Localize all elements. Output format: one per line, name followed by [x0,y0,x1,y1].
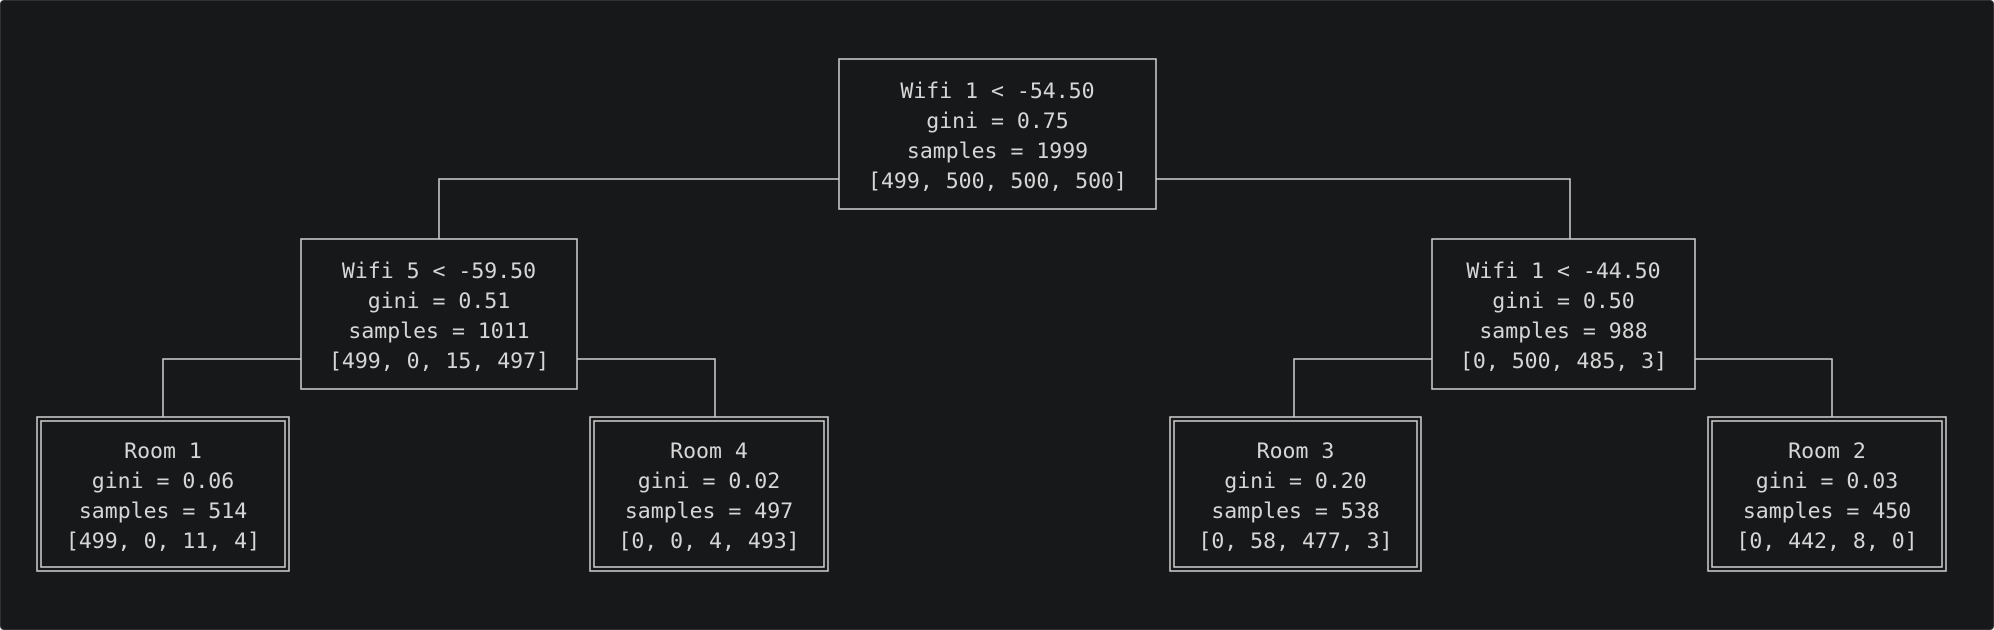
edge-root-right [1156,178,1571,239]
node-left: Wifi 5 < -59.50 gini = 0.51 samples = 10… [300,238,578,390]
node-root-line-1: Wifi 1 < -54.50 [900,79,1094,104]
leaf-room-3-inner-box [1173,420,1418,568]
edge-left-room4 [577,358,716,417]
leaf-room-2-line-1: Room 2 [1788,439,1866,464]
leaf-room-3-line-1: Room 3 [1257,439,1335,464]
node-right-box [1431,238,1696,390]
leaf-room-2-inner-box [1711,420,1943,568]
leaf-room-3-outer-box [1169,416,1422,572]
leaf-room-4-inner-box [593,420,825,568]
leaf-room-4-line-1: Room 4 [670,439,748,464]
node-root-line-3: samples = 1999 [907,139,1088,164]
leaf-room-3-line-2: gini = 0.20 [1224,469,1366,494]
node-left-box [300,238,578,390]
edge-root-left [438,178,839,239]
leaf-room-4: Room 4 gini = 0.02 samples = 497 [0, 0, … [589,416,829,572]
leaf-room-2-line-2: gini = 0.03 [1756,469,1898,494]
tree-edges [162,178,1833,417]
leaf-room-2-line-3: samples = 450 [1743,499,1911,524]
node-left-line-2: gini = 0.51 [368,289,510,314]
node-root-box [838,58,1157,210]
node-right-line-3: samples = 988 [1479,319,1647,344]
node-root-line-2: gini = 0.75 [926,109,1068,134]
leaf-room-4-outer-box [589,416,829,572]
edge-left-room1 [162,358,301,417]
node-right-line-4: [0, 500, 485, 3] [1460,349,1667,374]
node-left-line-1: Wifi 5 < -59.50 [342,259,536,284]
node-left-line-4: [499, 0, 15, 497] [329,349,549,374]
leaf-room-1-outer-box [36,416,290,572]
leaf-room-3: Room 3 gini = 0.20 samples = 538 [0, 58,… [1169,416,1422,572]
edge-right-room3 [1293,358,1432,417]
node-right-line-2: gini = 0.50 [1492,289,1634,314]
node-root-line-4: [499, 500, 500, 500] [868,169,1127,194]
leaf-room-1-line-3: samples = 514 [79,499,247,524]
leaf-room-3-line-4: [0, 58, 477, 3] [1198,529,1392,554]
node-left-line-3: samples = 1011 [348,319,529,344]
leaf-room-1: Room 1 gini = 0.06 samples = 514 [499, 0… [36,416,290,572]
leaf-room-1-line-1: Room 1 [124,439,202,464]
leaf-room-4-line-4: [0, 0, 4, 493] [618,529,799,554]
node-root: Wifi 1 < -54.50 gini = 0.75 samples = 19… [838,58,1157,210]
leaf-room-4-line-2: gini = 0.02 [638,469,780,494]
leaf-room-2-outer-box [1707,416,1947,572]
leaf-room-1-line-4: [499, 0, 11, 4] [66,529,260,554]
edge-right-room2 [1695,358,1833,417]
node-right: Wifi 1 < -44.50 gini = 0.50 samples = 98… [1431,238,1696,390]
node-right-line-1: Wifi 1 < -44.50 [1466,259,1660,284]
leaf-room-3-line-3: samples = 538 [1211,499,1379,524]
leaf-room-1-line-2: gini = 0.06 [92,469,234,494]
leaf-room-2: Room 2 gini = 0.03 samples = 450 [0, 442… [1707,416,1947,572]
leaf-room-1-inner-box [40,420,286,568]
leaf-room-2-line-4: [0, 442, 8, 0] [1736,529,1917,554]
leaf-room-4-line-3: samples = 497 [625,499,793,524]
